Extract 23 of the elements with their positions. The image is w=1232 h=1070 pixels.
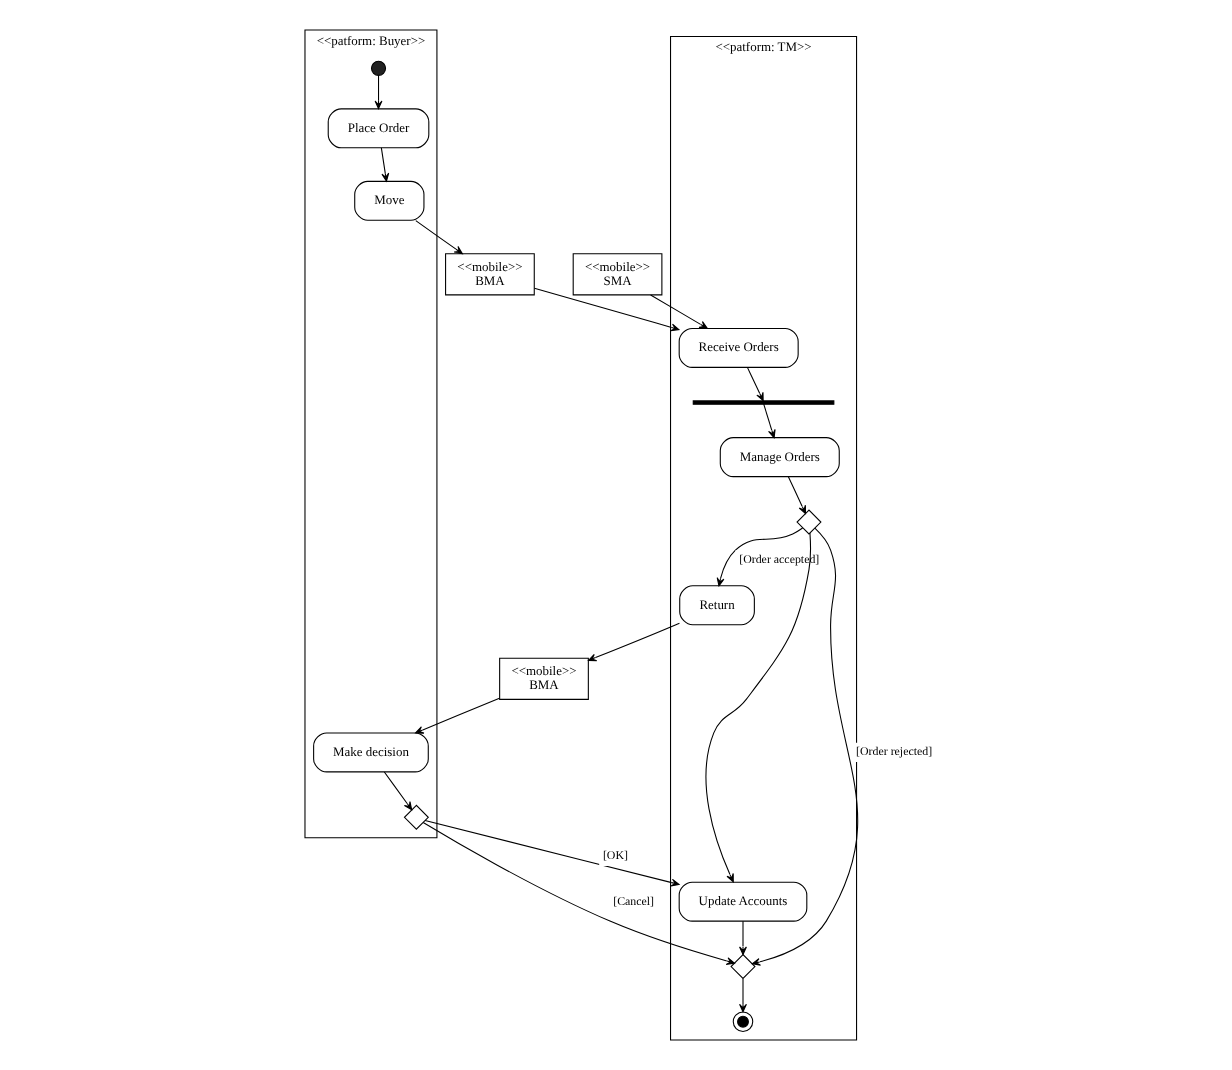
- arrow: [750, 527, 858, 966]
- arrow: [649, 294, 707, 329]
- node-bar: [691, 400, 834, 405]
- arrow: [373, 75, 382, 110]
- arrow: [414, 220, 462, 255]
- arrow: [382, 771, 412, 811]
- arrow: [586, 622, 679, 662]
- arrow: [421, 822, 734, 965]
- arrow: [786, 476, 806, 514]
- arrow: [738, 978, 746, 1013]
- node-diamond: [795, 509, 821, 535]
- arrow: [762, 403, 775, 439]
- arrow: [414, 697, 499, 734]
- arrow: [704, 532, 811, 883]
- arrow: [738, 920, 746, 956]
- node-circle: [369, 60, 386, 76]
- node-diamond: [402, 804, 429, 830]
- node-diamond: [729, 953, 755, 980]
- arrow: [423, 820, 679, 887]
- arrow: [532, 287, 679, 332]
- arrow: [715, 527, 803, 587]
- arrow: [745, 367, 763, 402]
- arrow: [379, 147, 389, 182]
